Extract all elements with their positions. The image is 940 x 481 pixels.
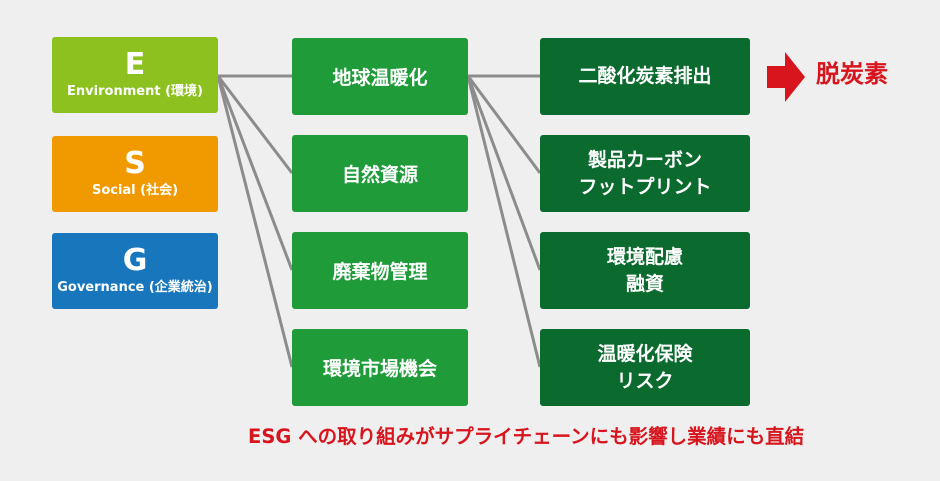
connector-e-to-theme-4 <box>216 75 294 368</box>
esg-box-governance: G Governance (企業統治) <box>52 233 218 309</box>
theme-box-environmental-market: 環境市場機会 <box>292 329 468 406</box>
outcome-decarbonization: 脱炭素 <box>816 60 888 88</box>
esg-box-environment: E Environment (環境) <box>52 37 218 113</box>
connector-e-to-theme-3 <box>216 75 294 271</box>
impact-line: 融資 <box>625 272 664 295</box>
impact-line: リスク <box>616 369 674 392</box>
impact-box-warming-insurance: 温暖化保険 リスク <box>540 329 750 406</box>
impact-box-carbon-footprint: 製品カーボン フットプリント <box>540 135 750 212</box>
impact-line: フットプリント <box>578 175 712 198</box>
impact-box-co2-emissions: 二酸化炭素排出 <box>540 38 750 115</box>
esg-letter-s: S <box>124 146 146 181</box>
esg-box-social: S Social (社会) <box>52 136 218 212</box>
footer-caption: ESG への取り組みがサプライチェーンにも影響し業績にも直結 <box>248 425 805 448</box>
esg-label-social: Social (社会) <box>91 183 179 198</box>
connector-theme-1-to-impact-3 <box>466 75 542 271</box>
impact-line: 温暖化保険 <box>597 342 693 365</box>
theme-box-global-warming: 地球温暖化 <box>292 38 468 115</box>
connector-theme-1-to-impact-2 <box>466 75 542 174</box>
impact-line: 二酸化炭素排出 <box>578 65 712 87</box>
right-arrow-icon <box>767 52 805 102</box>
esg-letter-g: G <box>122 243 148 278</box>
connector-theme-1-to-impact-4 <box>466 75 542 368</box>
esg-label-environment: Environment (環境) <box>67 84 203 99</box>
theme-box-natural-resources: 自然資源 <box>292 135 468 212</box>
esg-label-governance: Governance (企業統治) <box>57 280 213 295</box>
impact-line: 環境配慮 <box>606 245 683 268</box>
esg-letter-e: E <box>124 47 146 82</box>
theme-box-waste-management: 廃棄物管理 <box>292 232 468 309</box>
impact-box-green-finance: 環境配慮 融資 <box>540 232 750 309</box>
connector-e-to-theme-2 <box>216 75 294 174</box>
impact-line: 製品カーボン <box>587 148 702 171</box>
